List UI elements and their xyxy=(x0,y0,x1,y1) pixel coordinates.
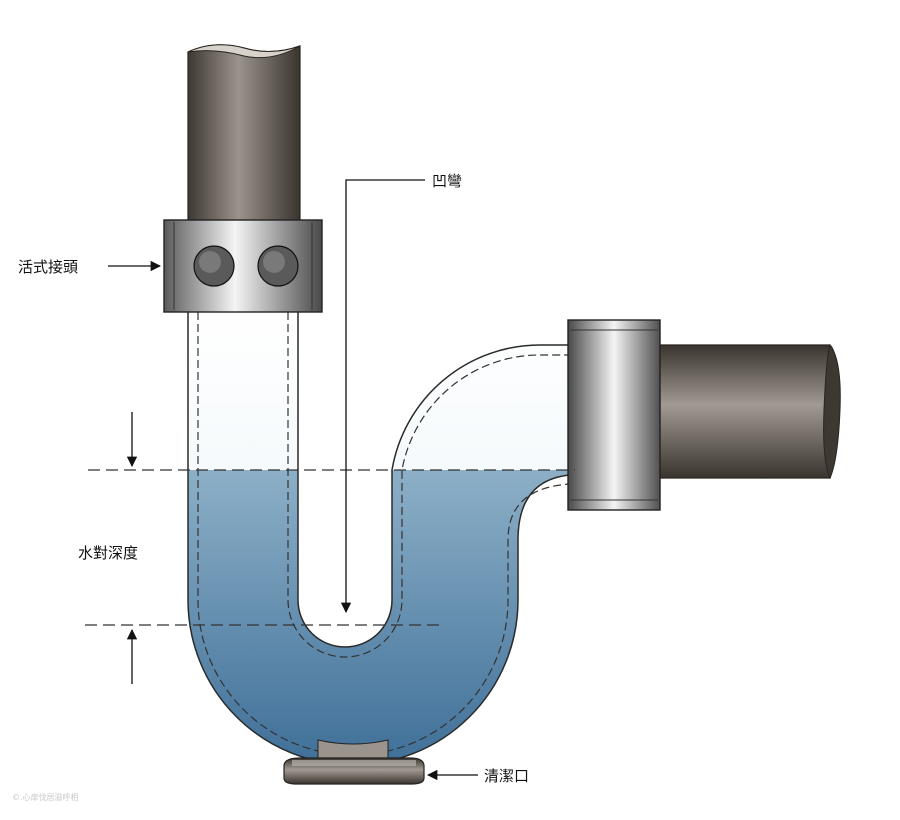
label-union-joint: 活式接頭 xyxy=(18,258,78,276)
inlet-pipe xyxy=(187,44,301,226)
union-joint xyxy=(163,219,323,313)
trap-body xyxy=(187,312,571,766)
label-cleanout: 清潔口 xyxy=(484,767,529,785)
outlet-pipe xyxy=(654,343,841,480)
trap-channel-air xyxy=(188,312,570,470)
label-trap-bend: 凹彎 xyxy=(432,172,462,190)
trap-dashed-outer xyxy=(197,312,571,756)
trap-bend-leader xyxy=(340,179,425,614)
trap-dashed-inner xyxy=(287,312,570,658)
trap-outline-inner xyxy=(297,312,570,648)
watermark-text: ©.心扉伐居滋呼相 xyxy=(12,792,79,802)
outlet-coupling xyxy=(567,319,661,511)
trap-outline-outer xyxy=(187,312,571,766)
cleanout-plug xyxy=(283,739,425,785)
trap-water xyxy=(188,470,570,765)
label-water-seal-depth: 水對深度 xyxy=(78,544,138,562)
